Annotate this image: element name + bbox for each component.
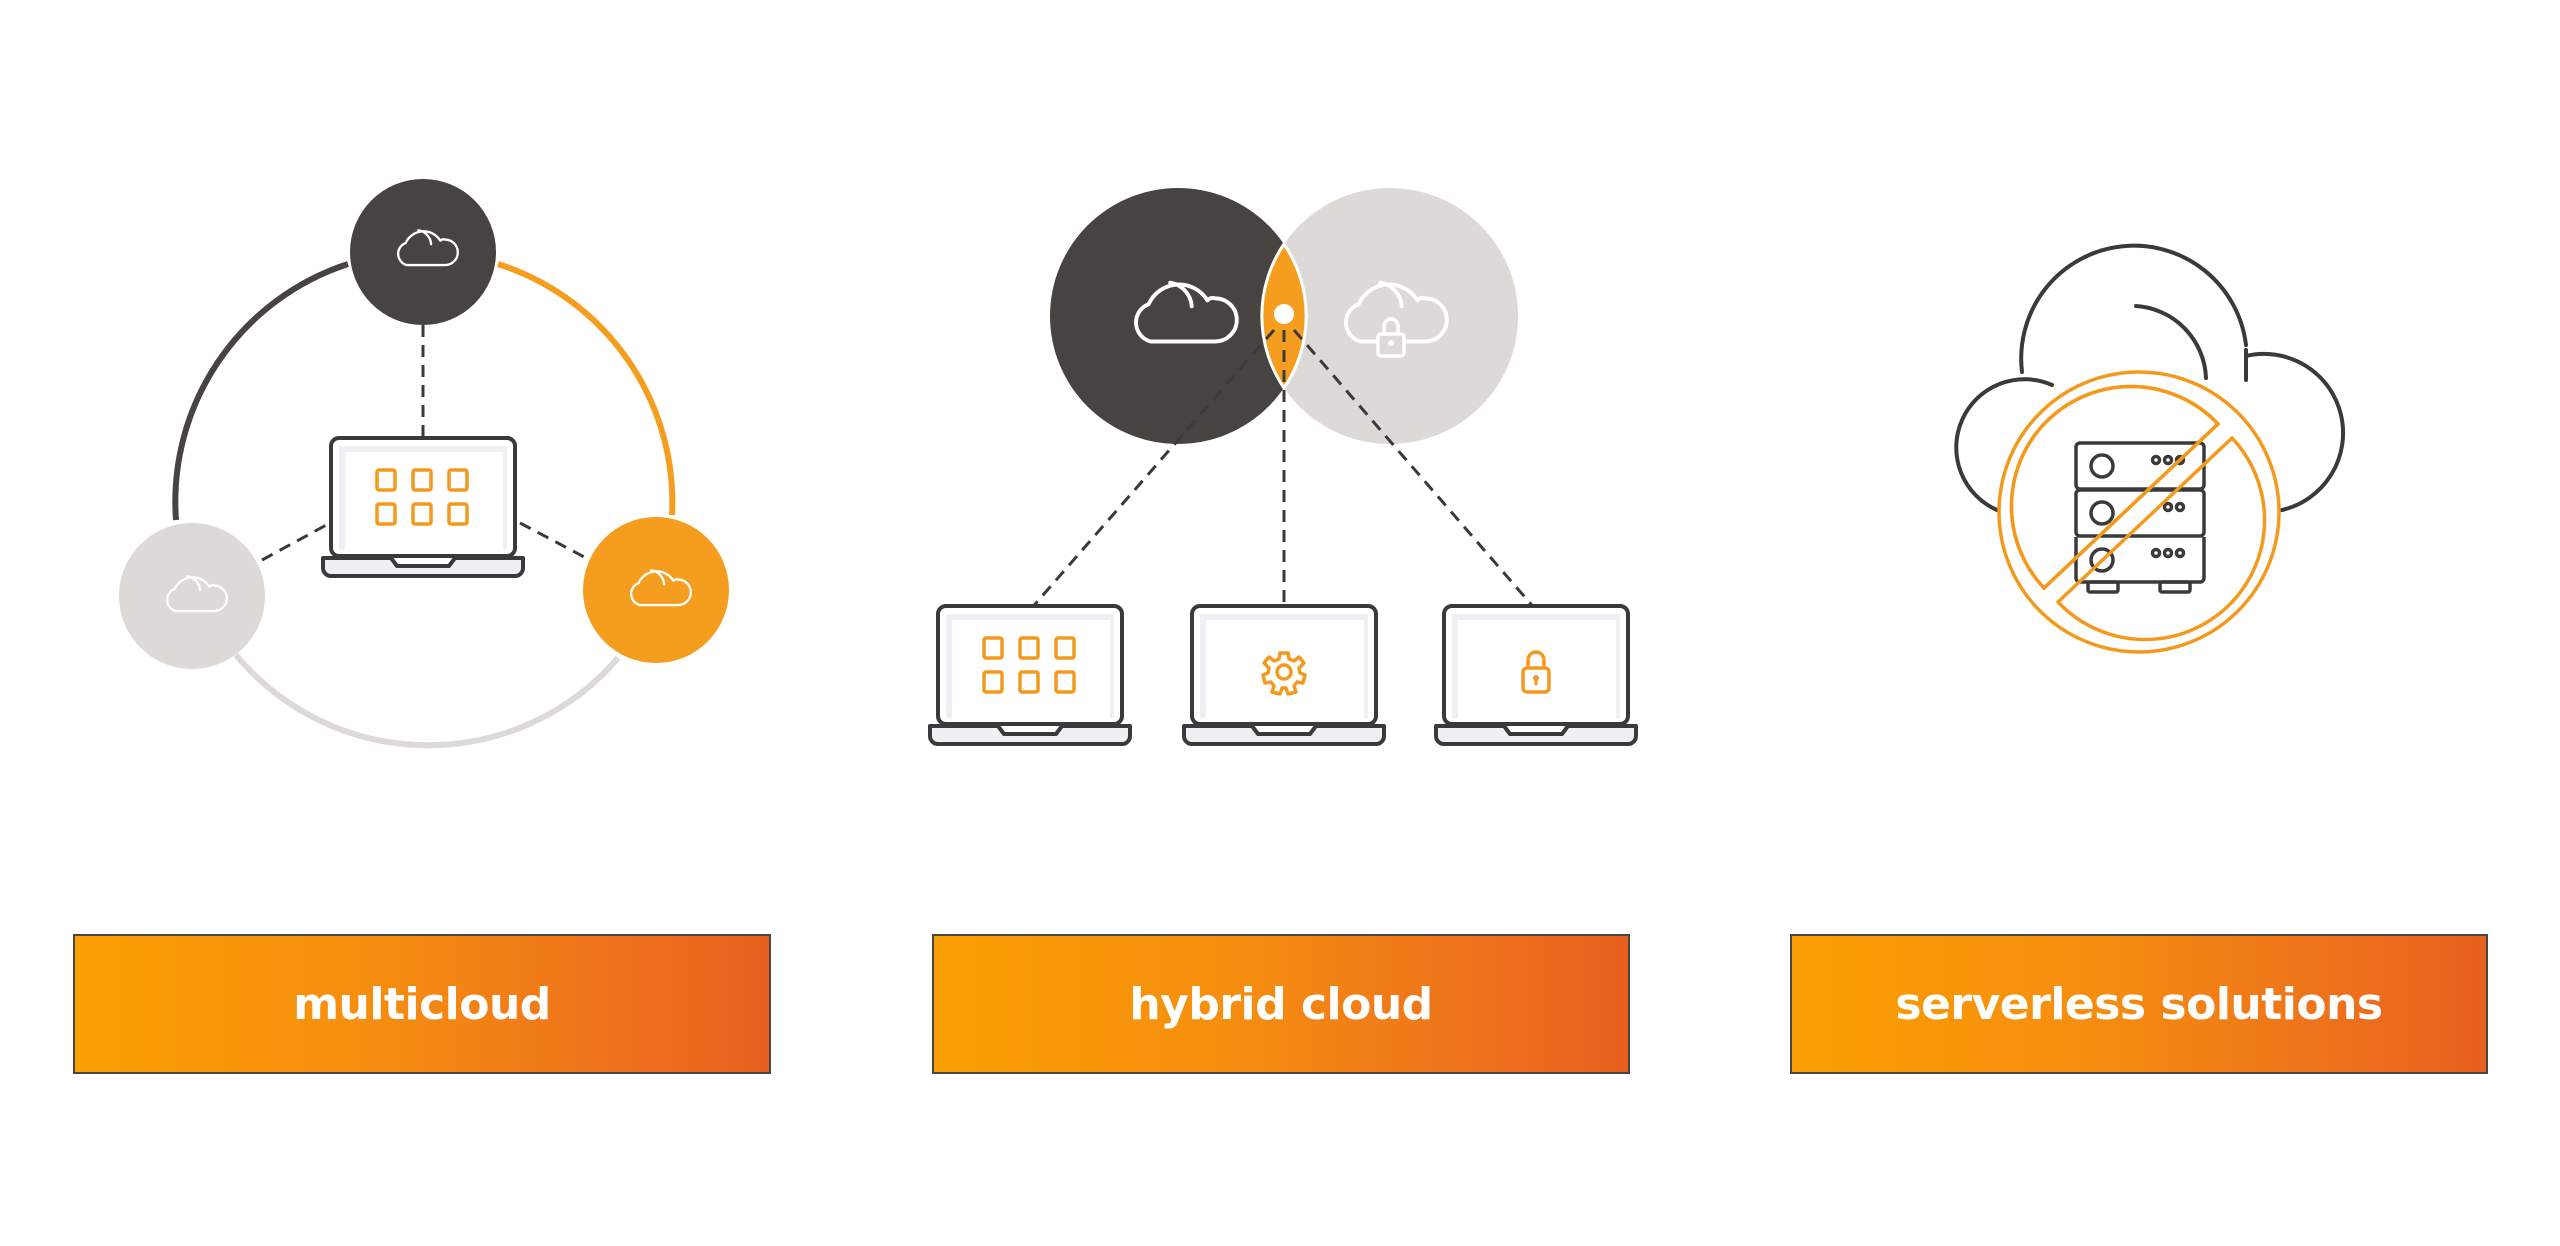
connector-right: [519, 521, 591, 562]
laptop: [321, 436, 525, 578]
label-hybrid-cloud: hybrid cloud: [1129, 978, 1433, 1030]
connector-right: [1292, 329, 1538, 611]
gear-icon: [1261, 651, 1307, 696]
prohibited-icon: [1997, 370, 2281, 654]
laptop-settings: [1182, 604, 1386, 746]
ring-segment-dark: [172, 261, 349, 521]
label-banner-hybrid-cloud: hybrid cloud: [932, 934, 1630, 1074]
label-banner-multicloud: multicloud: [73, 934, 771, 1074]
cloud-node-dark: [350, 179, 496, 325]
server-rack-icon: [2074, 441, 2206, 594]
lock-icon: [1521, 650, 1551, 694]
cloud-node-orange: [583, 517, 729, 663]
laptop-apps: [928, 604, 1132, 746]
serverless-illustration: [1954, 243, 2345, 654]
hybrid-cloud-illustration: [928, 188, 1638, 746]
cloud-node-light: [119, 523, 265, 669]
connector-left: [1028, 329, 1276, 611]
ring-segment-gray: [233, 653, 621, 749]
connector-left: [261, 521, 331, 562]
private-cloud-circle: [1262, 188, 1518, 444]
label-multicloud: multicloud: [293, 978, 551, 1030]
laptop-security: [1434, 604, 1638, 746]
public-cloud-circle: [1050, 188, 1306, 444]
cloud-outline-icon: [1954, 243, 2345, 512]
node-dot-icon: [1274, 304, 1294, 324]
cloud-lock-icon: [1344, 280, 1449, 358]
multicloud-illustration: [119, 179, 729, 749]
label-serverless: serverless solutions: [1895, 978, 2383, 1030]
ring-segment-orange: [497, 261, 676, 516]
label-banner-serverless: serverless solutions: [1790, 934, 2488, 1074]
